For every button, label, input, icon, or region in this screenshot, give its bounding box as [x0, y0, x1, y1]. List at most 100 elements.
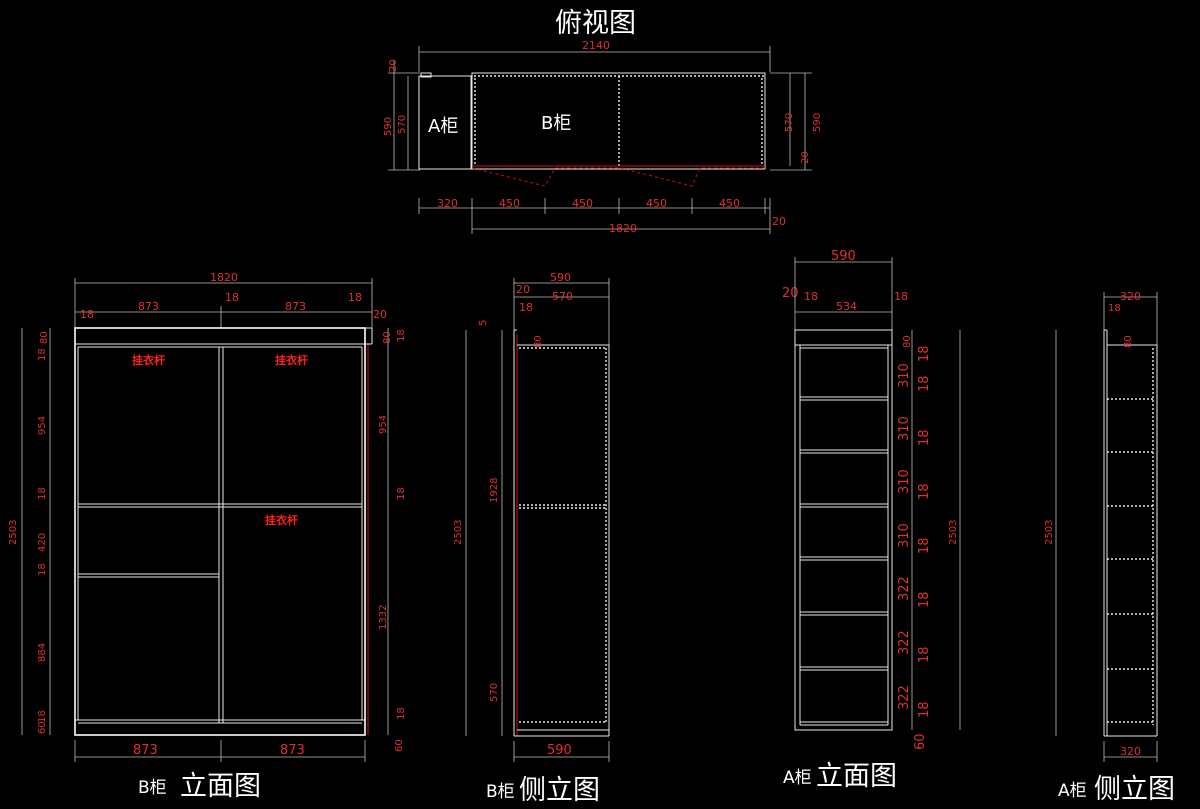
dim-bot-450-1: 450 — [499, 197, 520, 210]
rs-3: 18 — [396, 487, 407, 500]
dim-570-v: 570 — [489, 683, 500, 702]
rs-2: 954 — [378, 415, 389, 434]
ls-2: 954 — [37, 416, 48, 435]
dim-1820: 1820 — [210, 271, 238, 284]
ls-3: 18 — [37, 487, 48, 500]
dim-80: 80 — [902, 335, 913, 348]
dim-320: 320 — [1120, 290, 1141, 303]
dim-bot-450-2: 450 — [572, 197, 593, 210]
door-swing-2 — [619, 167, 765, 187]
b-side-title: 侧立图 — [519, 775, 600, 806]
gap-2: 310 — [897, 469, 912, 494]
dim-18-r: 18 — [348, 291, 362, 304]
dim-left-20: 20 — [388, 59, 399, 72]
shelf-18-2: 18 — [917, 375, 932, 392]
dim-20: 20 — [516, 283, 530, 296]
b-front-title: 立面图 — [180, 771, 261, 802]
dim-18: 18 — [519, 301, 533, 314]
dim-590: 590 — [831, 249, 856, 264]
gap-0: 310 — [897, 363, 912, 388]
a-shelves — [800, 396, 888, 726]
dim-18-l: 18 — [80, 308, 94, 321]
ls-1: 80 — [39, 331, 50, 344]
shelf-18-4: 18 — [917, 483, 932, 500]
dim-2503: 2503 — [453, 520, 464, 545]
dim-80: 80 — [1123, 335, 1134, 348]
a-side-shelves — [1107, 398, 1153, 723]
shelf-18-6: 18 — [917, 591, 932, 608]
a-front-title: 立面图 — [816, 761, 897, 792]
ls-4: 420 — [37, 533, 48, 552]
dim-left-570: 570 — [397, 115, 408, 134]
hang-rail-label-2: 挂衣杆 — [275, 353, 308, 367]
b-side-title-prefix: B柜 — [486, 782, 515, 802]
dim-873-r: 873 — [285, 300, 306, 313]
dim-18-l: 18 — [804, 290, 818, 303]
a-side-title: 侧立图 — [1094, 774, 1175, 805]
dim-18: 18 — [1108, 303, 1121, 314]
top-view-title: 俯视图 — [555, 8, 636, 39]
b-front-elevation: 1820 873 18 873 18 18 20 挂衣杆 挂衣杆 挂衣杆 — [8, 271, 407, 802]
top-a-cap — [420, 72, 432, 78]
dim-2503: 2503 — [948, 520, 959, 545]
shelf-18-1: 18 — [917, 345, 932, 362]
top-a-label: A柜 — [428, 116, 458, 137]
shelf-18-7: 18 — [917, 646, 932, 663]
ls-5: 18 — [37, 563, 48, 576]
b-carcass — [74, 327, 366, 736]
dim-bot-20: 20 — [772, 215, 786, 228]
dim-bot-873-r: 873 — [280, 743, 305, 758]
rs-4: 1332 — [378, 605, 389, 630]
a-front-elevation: 590 20 18 534 18 2503 80 310 310 310 310… — [782, 249, 961, 792]
dim-bot-590: 590 — [547, 743, 572, 758]
b-side-elevation: 590 20 570 18 80 2503 5 1928 570 590 B柜 … — [453, 271, 610, 806]
dim-2503-l: 2503 — [8, 520, 19, 545]
hang-rail-label-3: 挂衣杆 — [265, 513, 298, 527]
a-side-elevation: 320 18 80 2503 320 A柜 侧立图 — [1044, 290, 1175, 805]
dim-5: 5 — [478, 320, 489, 326]
top-a-cabinet — [418, 75, 472, 170]
dim-20: 20 — [373, 308, 387, 321]
gap-4: 322 — [897, 576, 912, 601]
rs-6: 60 — [394, 739, 405, 752]
dim-60: 60 — [913, 733, 928, 750]
dim-text-overall: 2140 — [582, 39, 610, 52]
ls-6: 884 — [37, 643, 48, 662]
a-carcass — [794, 329, 893, 731]
shelf-18-8: 18 — [917, 701, 932, 718]
dim-18-r: 18 — [894, 290, 908, 303]
a-side-title-prefix: A柜 — [1058, 781, 1087, 801]
ls-0: 18 — [37, 348, 48, 361]
top-view: 俯视图 2140 A柜 B柜 590 570 20 570 — [383, 8, 823, 235]
ls-8: 60 — [37, 721, 48, 734]
dim-right-590: 590 — [812, 113, 823, 132]
rs-1: 80 — [382, 331, 393, 344]
dim-right-570: 570 — [784, 113, 795, 132]
dim-bot-450-3: 450 — [646, 197, 667, 210]
dim-534: 534 — [836, 300, 857, 313]
dim-bot-320: 320 — [437, 197, 458, 210]
dim-590: 590 — [550, 271, 571, 284]
door-swing-1 — [471, 167, 618, 187]
top-b-label: B柜 — [541, 113, 571, 134]
dim-80: 80 — [533, 335, 544, 348]
dim-bot-873-l: 873 — [133, 743, 158, 758]
gap-5: 322 — [897, 630, 912, 655]
top-b-cabinet — [471, 72, 766, 170]
shelf-18-3: 18 — [917, 429, 932, 446]
dim-570: 570 — [552, 290, 573, 303]
dim-1928: 1928 — [489, 478, 500, 503]
hang-rail-label-1: 挂衣杆 — [132, 353, 165, 367]
dim-bot-320: 320 — [1120, 745, 1141, 758]
dim-bot-1820: 1820 — [609, 222, 637, 235]
dim-right-20: 20 — [800, 151, 811, 164]
dim-bot-450-4: 450 — [719, 197, 740, 210]
b-front-title-prefix: B柜 — [138, 778, 167, 798]
dim-2503: 2503 — [1044, 520, 1055, 545]
dim-18-mid: 18 — [225, 291, 239, 304]
ls-7: 18 — [37, 710, 48, 723]
shelf-18-5: 18 — [917, 537, 932, 554]
gap-6: 322 — [897, 685, 912, 710]
rs-5: 18 — [396, 707, 407, 720]
